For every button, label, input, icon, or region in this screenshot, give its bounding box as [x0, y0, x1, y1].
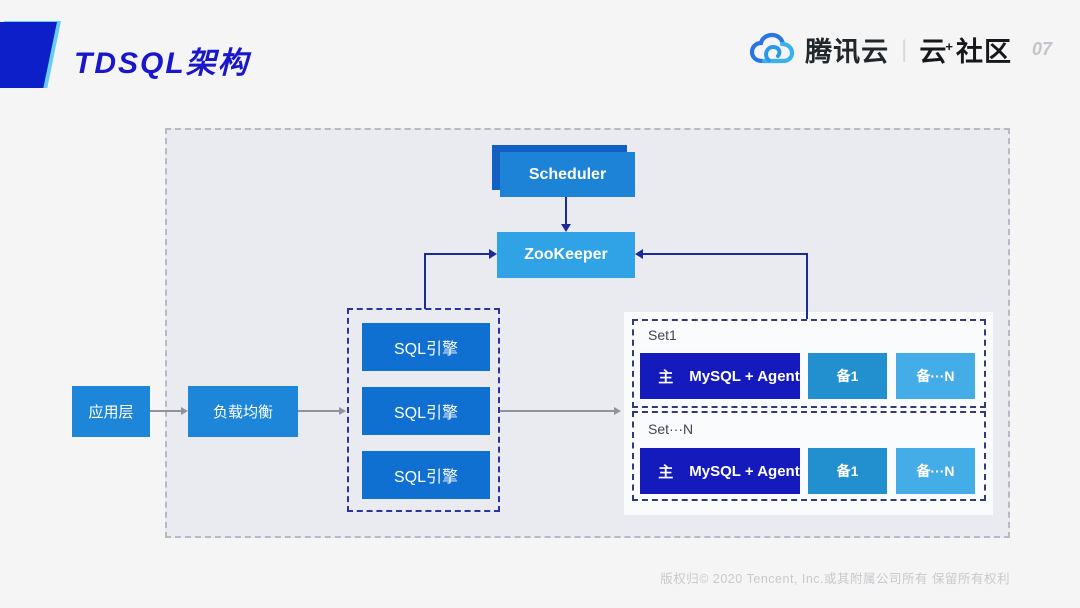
setn-frame [632, 411, 986, 501]
arrowhead-right-icon [489, 249, 497, 259]
primary-tag: 主 [658, 463, 674, 481]
gray-arrowhead-icon [181, 407, 188, 415]
connector-app-lb [150, 410, 182, 412]
gray-arrowhead-icon [339, 407, 346, 415]
setn-primary-box: 主 MySQL + Agent [640, 448, 800, 494]
brand-logo-group: 腾讯云 | 云+社区 07 [749, 30, 1052, 69]
sql-engine-group [347, 308, 500, 512]
zookeeper-box: ZooKeeper [497, 232, 635, 278]
primary-tag: 主 [658, 368, 674, 386]
sql-engine-box: SQL引擎 [362, 451, 490, 499]
set1-label: Set1 [648, 327, 677, 343]
arrowhead-down-icon [561, 224, 571, 232]
connector-scheduler-zookeeper [565, 197, 567, 225]
primary-text: MySQL + Agent [689, 462, 800, 480]
scheduler-box: Scheduler [500, 152, 635, 197]
tencent-cloud-icon [750, 32, 795, 63]
set1-primary-box: 主 MySQL + Agent [640, 353, 800, 399]
setn-replican-box: 备···N [896, 448, 975, 494]
set1-replican-box: 备···N [896, 353, 975, 399]
sql-engine-box: SQL引擎 [362, 387, 490, 435]
page-number: 07 [1031, 39, 1052, 59]
connector-sqlgroup-up [424, 253, 426, 309]
page-title: TDSQL架构 [74, 47, 250, 80]
set1-frame [632, 319, 986, 408]
connector-sqlgroup-zookeeper [424, 253, 489, 255]
connector-set-down [806, 253, 808, 319]
app-layer-box: 应用层 [72, 386, 150, 437]
plus-mark: + [945, 39, 954, 54]
connector-lb-sql [298, 410, 340, 412]
connector-set-zookeeper [643, 253, 808, 255]
primary-text: MySQL + Agent [689, 367, 800, 385]
gray-arrowhead-icon [614, 407, 621, 415]
sql-engine-box: SQL引擎 [362, 323, 490, 371]
connector-sql-set [500, 410, 615, 412]
set1-row: 主 MySQL + Agent 备1 备···N [640, 353, 978, 399]
community-name: 云+社区 [919, 37, 1012, 67]
set1-replica1-box: 备1 [808, 353, 887, 399]
logo-divider: | [901, 35, 908, 63]
setn-label: Set···N [648, 421, 694, 437]
setn-replica1-box: 备1 [808, 448, 887, 494]
load-balancer-box: 负载均衡 [188, 386, 298, 437]
arrowhead-left-icon [635, 249, 643, 259]
copyright-text: 版权归© 2020 Tencent, Inc.或其附属公司所有 保留所有权利 [660, 572, 1010, 586]
brand-name: 腾讯云 [805, 37, 890, 67]
setn-row: 主 MySQL + Agent 备1 备···N [640, 448, 978, 494]
